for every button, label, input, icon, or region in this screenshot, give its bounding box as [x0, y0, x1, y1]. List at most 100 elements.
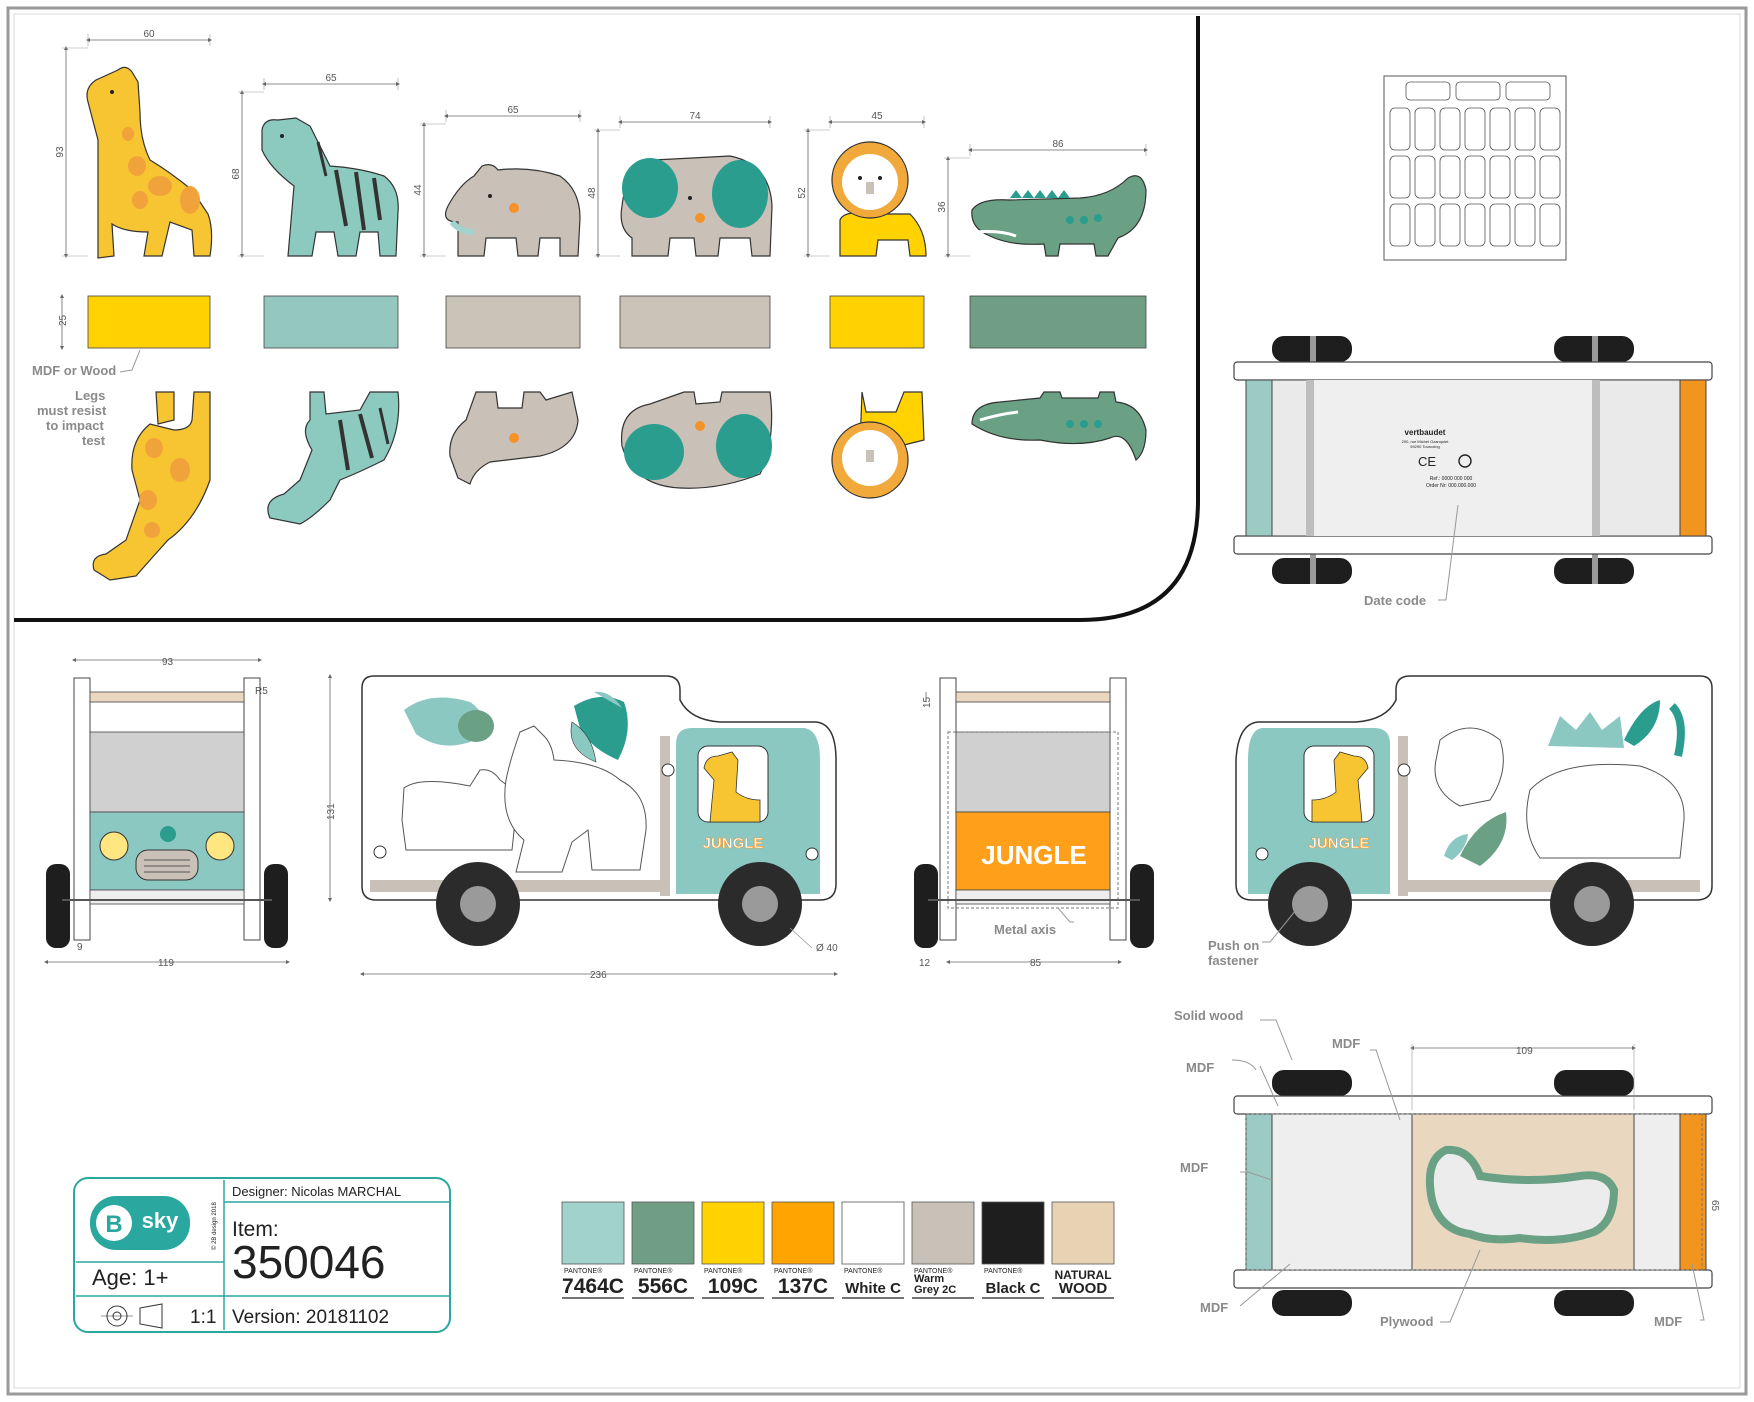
swatch-name-0: 7464C: [562, 1275, 624, 1298]
puzzle-animal-piece: [1389, 203, 1411, 247]
wheel-diameter-dim: Ø 40: [816, 943, 838, 954]
puzzle-animal-piece: [1439, 155, 1461, 199]
note-mdf-2: MDF: [1186, 1060, 1214, 1075]
swatch-pantone-5: PANTONE®: [914, 1267, 953, 1275]
truck-side-view-right: JUNGLE: [1235, 675, 1713, 946]
sheet-inner-frame: [13, 13, 1741, 1389]
swatch-pantone-1: PANTONE®: [634, 1267, 673, 1275]
puzzle-animal-piece: [1539, 155, 1561, 199]
puzzle-animal-piece: [1414, 203, 1436, 247]
front-wheel-dim: 9: [77, 942, 83, 953]
svg-text:200, rue Michel Ozanquiet: 200, rue Michel Ozanquiet: [1402, 439, 1450, 444]
bottom-view-lower: 109 65: [1231, 1019, 1720, 1323]
note-legs-2: must resist: [37, 403, 107, 418]
puzzle-truck-piece: [1455, 81, 1501, 101]
note-push-1: Push on: [1208, 938, 1259, 953]
truck-side-view-left: JUNGLE: [361, 675, 837, 946]
note-legs-3: to impact: [46, 418, 104, 433]
scale: 1:1: [190, 1307, 216, 1328]
crocodile-side: [971, 391, 1147, 462]
swatch-name-6: Black C: [985, 1280, 1040, 1297]
animal-rhino: [445, 164, 581, 257]
back-width-dim: 85: [1030, 958, 1042, 969]
swatch-name-2: 109C: [708, 1275, 758, 1298]
swatch-name1-7: NATURAL: [1054, 1268, 1111, 1282]
puzzle-animal-piece: [1464, 203, 1486, 247]
giraffe-side: [92, 391, 211, 581]
swatch-4: [841, 1201, 905, 1265]
swatch-name2-7: WOOD: [1059, 1280, 1107, 1297]
bottom-view-upper: vertbaudet 200, rue Michel Ozanquiet 592…: [1233, 336, 1713, 601]
svg-text:59290 Tourcoing: 59290 Tourcoing: [1410, 444, 1440, 449]
lion-body: [839, 212, 927, 257]
swatch-pantone-2: PANTONE®: [704, 1267, 743, 1275]
front-radius-dim: R5: [255, 686, 268, 697]
item-number: 350046: [232, 1236, 386, 1288]
puzzle-animal-piece: [1389, 107, 1411, 151]
title-block: B sky © 2B design 2018 Designer: Nicolas…: [73, 1177, 451, 1333]
puzzle-animal-piece: [1489, 155, 1511, 199]
swatch-name1-5: Warm: [914, 1273, 944, 1285]
note-metal-axis: Metal axis: [994, 922, 1056, 937]
note-push-2: fastener: [1208, 953, 1259, 968]
puzzle-animal-piece: [1514, 155, 1536, 199]
copyright: © 2B design 2018: [211, 1202, 218, 1250]
dim-width-lion: 45: [871, 111, 883, 122]
swatch-pantone-0: PANTONE®: [564, 1267, 603, 1275]
thickness-dim: 25: [58, 314, 69, 326]
item-label: Item:: [232, 1218, 279, 1241]
puzzle-animal-piece: [1489, 107, 1511, 151]
thickness-blocks: 25: [58, 294, 1147, 350]
side-width-dim: 236: [590, 970, 607, 981]
puzzle-animal-piece: [1514, 203, 1536, 247]
note-mdf-3: MDF: [1180, 1160, 1208, 1175]
back-wheel-dim: 12: [919, 958, 931, 969]
puzzle-animal-piece: [1489, 203, 1511, 247]
note-plywood: Plywood: [1380, 1314, 1434, 1329]
dim-width-elephant: 74: [689, 111, 701, 122]
swatch-6: [981, 1201, 1045, 1265]
puzzle-animal-piece: [1539, 203, 1561, 247]
animal-crocodile: [971, 175, 1147, 257]
zebra-side: [267, 391, 400, 525]
age: Age: 1+: [92, 1265, 168, 1290]
puzzle-truck-piece: [1505, 81, 1551, 101]
brand-name: vertbaudet: [1405, 428, 1446, 437]
swatch-0: [561, 1201, 625, 1265]
projection-symbol-cone: [139, 1303, 163, 1329]
color-palette: PANTONE®7464CPANTONE®556CPANTONE®109CPAN…: [561, 1201, 1115, 1299]
block-lion: [829, 295, 925, 349]
puzzle-animal-piece: [1514, 107, 1536, 151]
block-crocodile: [969, 295, 1147, 349]
truck-back-view: JUNGLE: [914, 677, 1154, 948]
swatch-5: [911, 1201, 975, 1265]
puzzle-animal-piece: [1414, 107, 1436, 151]
swatch-1: [631, 1201, 695, 1265]
puzzle-animal-piece: [1464, 107, 1486, 151]
animal-elephant: [620, 155, 773, 257]
animal-lion: [831, 141, 927, 257]
svg-text:Order Nr: 000.000.000: Order Nr: 000.000.000: [1426, 483, 1476, 489]
puzzle-animal-piece: [1389, 155, 1411, 199]
block-zebra: [263, 295, 399, 349]
dim-width-crocodile: 86: [1052, 139, 1064, 150]
swatch-pantone-3: PANTONE®: [774, 1267, 813, 1275]
logo-letter: B: [105, 1211, 122, 1238]
swatch-name-4: White C: [845, 1280, 901, 1297]
swatch-name-3: 137C: [778, 1275, 828, 1298]
swatch-name2-5: Grey 2C: [914, 1284, 956, 1296]
dim-height-giraffe: 93: [55, 146, 66, 158]
dim-width-rhino: 65: [507, 105, 519, 116]
puzzle-animal-piece: [1539, 107, 1561, 151]
side-height-dim: 131: [326, 803, 337, 820]
dim-height-lion: 52: [797, 187, 808, 199]
giraffe-silhouette: [86, 66, 213, 259]
puzzle-truck-piece: [1405, 81, 1451, 101]
swatch-name-1: 556C: [638, 1275, 688, 1298]
puzzle-animal-piece: [1439, 203, 1461, 247]
animal-giraffe: [86, 66, 213, 259]
back-jungle-label: JUNGLE: [981, 840, 1086, 870]
swatch-pantone-4: PANTONE®: [844, 1267, 883, 1275]
